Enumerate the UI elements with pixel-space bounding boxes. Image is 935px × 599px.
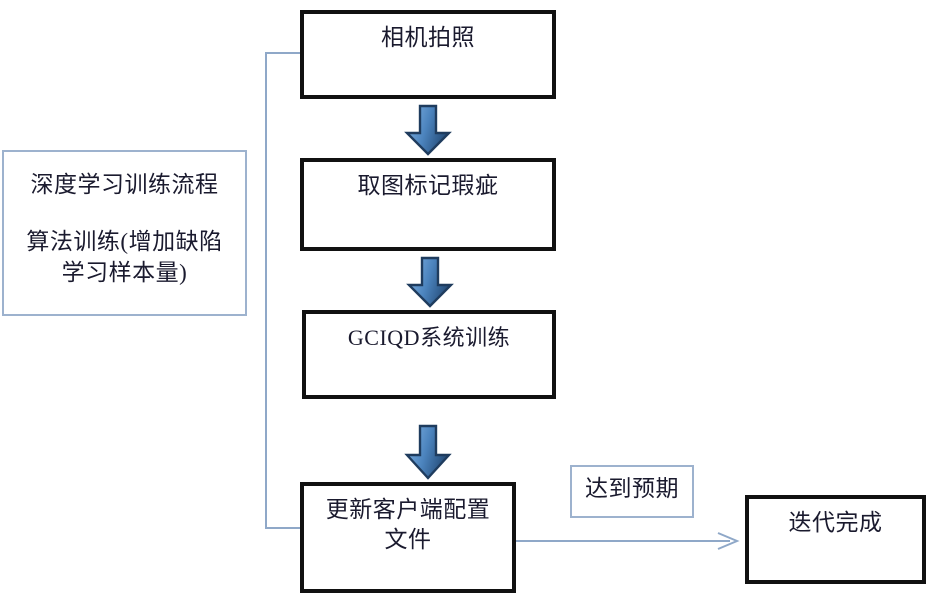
node-iteration-done[interactable]: 迭代完成 xyxy=(745,495,926,584)
node-update-client-config-label: 更新客户端配置 文件 xyxy=(325,497,491,553)
note-expectation-label[interactable]: 达到预期 xyxy=(570,465,694,518)
block-arrow-capture-to-mark xyxy=(404,104,452,156)
note-training-flow-line2: 算法训练(增加缺陷 学习样本量) xyxy=(26,228,223,285)
note-training-flow-line1: 深度学习训练流程 xyxy=(30,172,219,197)
note-expectation-label-text: 达到预期 xyxy=(585,476,679,501)
node-camera-capture[interactable]: 相机拍照 xyxy=(300,10,556,99)
block-arrow-training-to-update xyxy=(404,424,452,480)
node-mark-defects[interactable]: 取图标记瑕疵 xyxy=(300,158,556,251)
note-training-flow[interactable]: 深度学习训练流程 算法训练(增加缺陷 学习样本量) xyxy=(2,150,247,316)
node-update-client-config[interactable]: 更新客户端配置 文件 xyxy=(300,482,516,593)
node-gciqd-training[interactable]: GCIQD系统训练 xyxy=(302,310,556,399)
node-iteration-done-label: 迭代完成 xyxy=(788,510,883,535)
block-arrow-mark-to-training xyxy=(406,256,454,308)
node-gciqd-training-label: GCIQD系统训练 xyxy=(347,325,511,350)
node-camera-capture-label: 相机拍照 xyxy=(381,25,475,50)
node-mark-defects-label: 取图标记瑕疵 xyxy=(357,173,499,198)
